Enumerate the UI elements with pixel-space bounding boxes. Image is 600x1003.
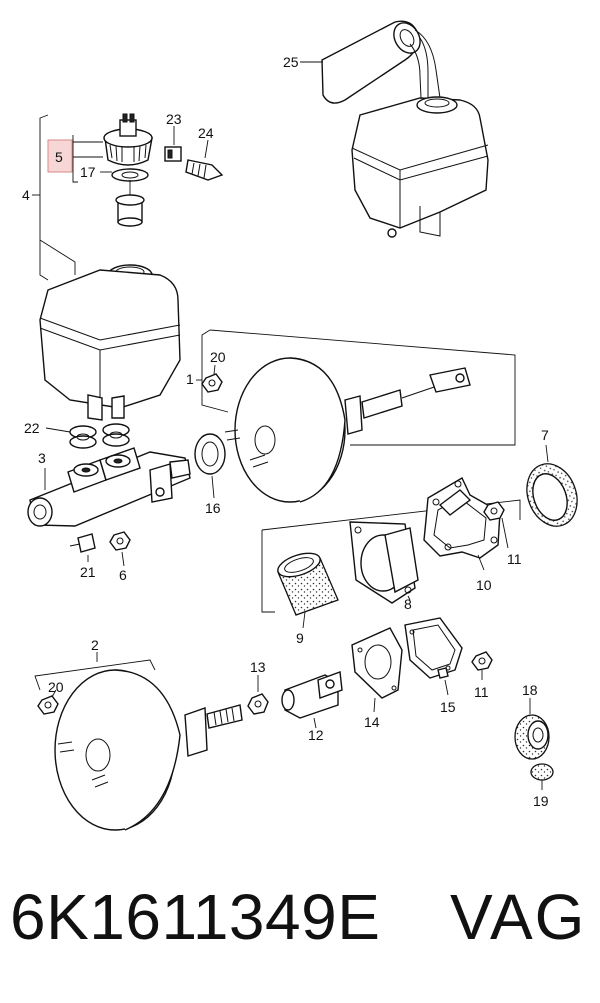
fluid-reservoir-with-bottle: 25: [283, 20, 489, 238]
callout-2: 2: [91, 637, 99, 653]
cap-seal-17: [111, 168, 149, 182]
nut-11-lower: 11: [471, 651, 493, 700]
bushing-18: 18: [514, 682, 550, 760]
callout-15: 15: [440, 699, 456, 715]
filter-9: 9: [277, 552, 339, 646]
callout-25: 25: [283, 54, 299, 70]
callout-24: 24: [198, 125, 214, 141]
reservoir-cap-assembly: 5 17 23: [47, 111, 224, 227]
callout-18: 18: [522, 682, 538, 698]
nut-20-lower: 20: [37, 679, 64, 715]
gasket-14: 14: [351, 627, 403, 730]
callout-8: 8: [404, 596, 412, 612]
callout-17: 17: [80, 164, 96, 180]
brand-caption: VAG: [450, 881, 587, 953]
gasket-16: 16: [194, 433, 226, 516]
callout-6: 6: [119, 567, 127, 583]
callout-20-upper: 20: [210, 349, 226, 365]
plug-19: 19: [530, 763, 554, 809]
callout-23: 23: [166, 111, 182, 127]
reservoir-cap: [103, 113, 153, 166]
connector-23: 23: [164, 111, 182, 162]
callout-20-lower: 20: [48, 679, 64, 695]
housing-8: 8: [349, 521, 419, 612]
callout-16: 16: [205, 500, 221, 516]
part-number-caption: 6K1611349E: [10, 881, 381, 953]
middle-group-frame: [261, 499, 521, 613]
callout-9: 9: [296, 630, 304, 646]
nut-11-upper: 11: [483, 501, 522, 567]
callout-5: 5: [55, 149, 63, 165]
master-cylinder: 3: [27, 447, 191, 527]
callout-14: 14: [364, 714, 380, 730]
callout-3: 3: [38, 450, 46, 466]
brake-fluid-reservoir: [39, 264, 181, 421]
callout-19: 19: [533, 793, 549, 809]
callout-7: 7: [541, 427, 549, 443]
callout-4: 4: [22, 187, 30, 203]
clevis-12: 12: [281, 671, 343, 743]
bracket-10: 10: [423, 477, 501, 593]
callout-13: 13: [250, 659, 266, 675]
ring-7: 7: [526, 427, 578, 527]
callout-11-upper: 11: [507, 551, 522, 567]
strainer: [115, 180, 145, 227]
group-bracket-4: 4: [22, 114, 76, 281]
fluid-bottle: [321, 20, 441, 104]
sensor-plug-24: 24: [185, 125, 224, 181]
bolt-21: 21: [69, 533, 96, 580]
nut-13: 13: [247, 659, 269, 715]
highlight-part-5: [47, 139, 73, 173]
callout-22: 22: [24, 420, 40, 436]
exploded-parts-diagram: 25 4 5 17: [22, 20, 578, 831]
brake-booster-lower: 2 20: [34, 637, 243, 831]
gasket-15: 15: [404, 617, 463, 715]
reservoir-upper: [351, 96, 489, 238]
nut-6: 6: [109, 531, 131, 583]
nut-20-upper: 20: [201, 349, 226, 393]
callout-21: 21: [80, 564, 96, 580]
reservoir-seals-22: 22: [24, 420, 130, 449]
brake-booster-upper: 1 20: [186, 329, 516, 503]
callout-10: 10: [476, 577, 492, 593]
callout-1: 1: [186, 371, 194, 387]
callout-11-lower: 11: [474, 684, 489, 700]
callout-12: 12: [308, 727, 324, 743]
